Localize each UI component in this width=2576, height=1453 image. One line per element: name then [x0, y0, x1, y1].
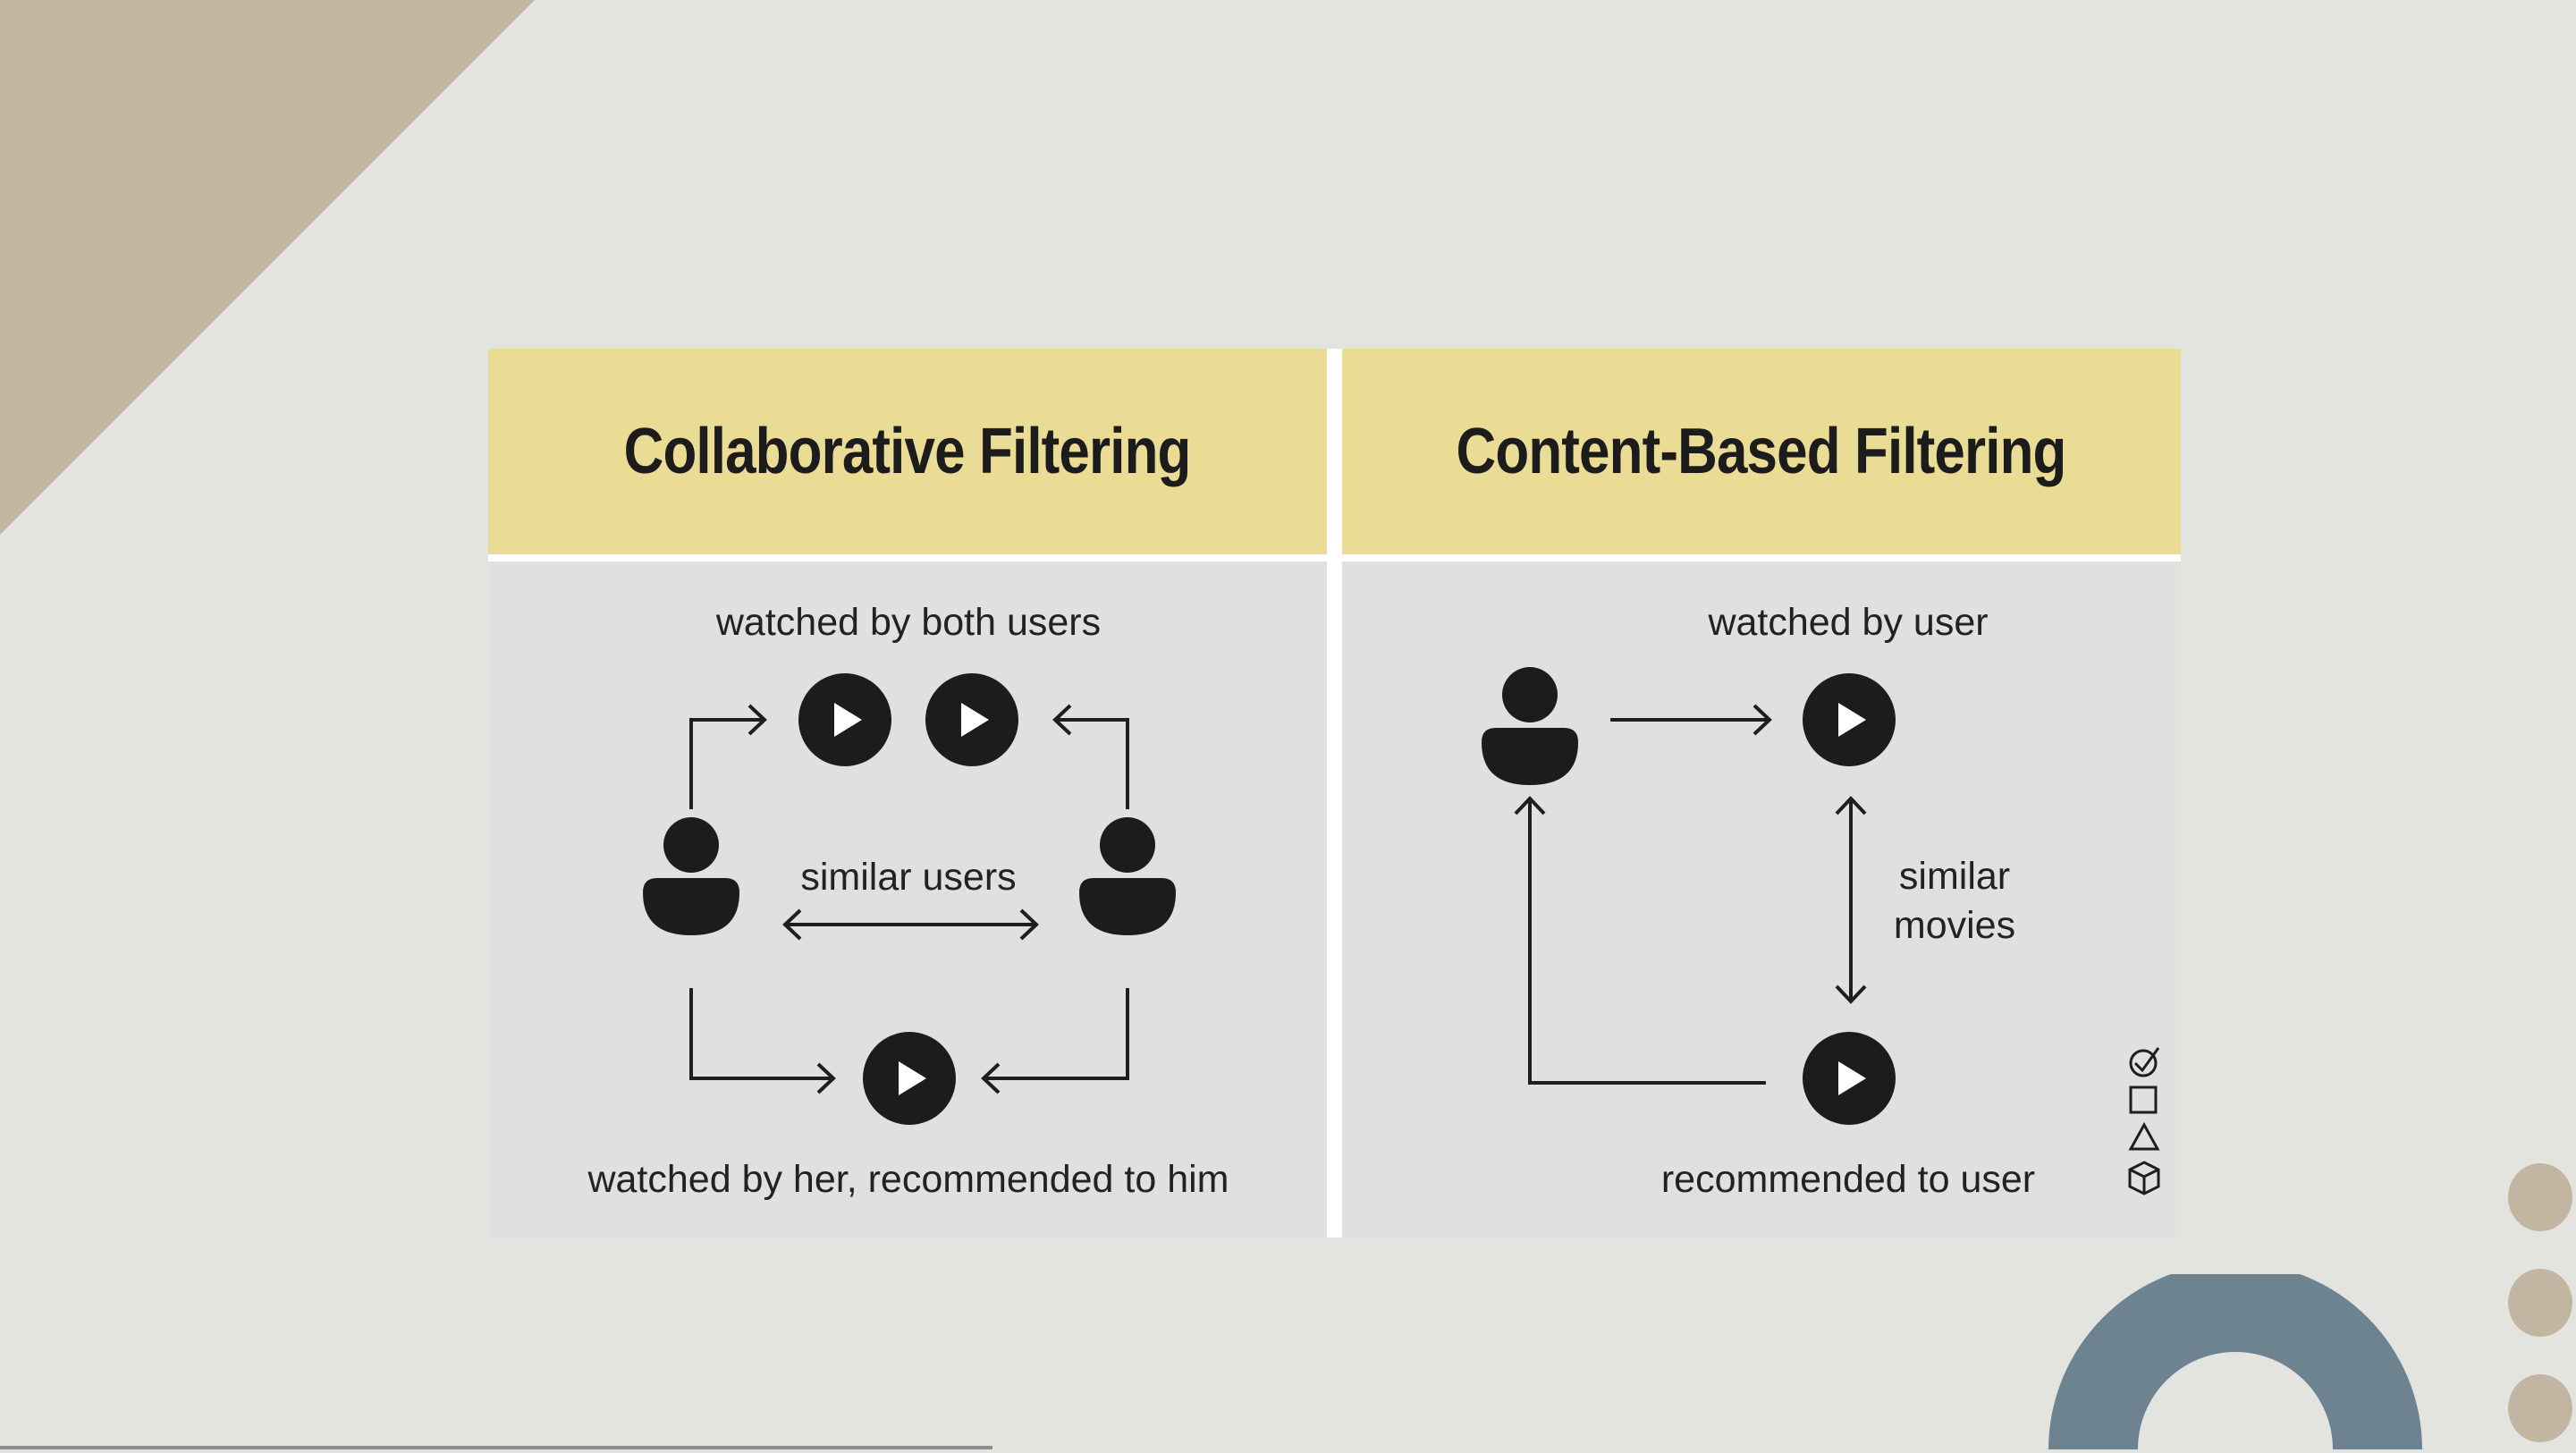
label-movies: movies [1894, 904, 2015, 947]
square-icon [2131, 1087, 2156, 1112]
label-watched-by-her: watched by her, recommended to him [587, 1158, 1229, 1201]
play-icon [863, 1032, 956, 1125]
connector-arrow [691, 988, 833, 1078]
play-icon [798, 673, 891, 766]
connector-arrow [1530, 798, 1766, 1083]
label-watched-by-both: watched by both users [715, 601, 1101, 644]
person-icon [643, 817, 739, 935]
label-watched-by-user: watched by user [1707, 601, 1988, 644]
label-similar-users: similar users [800, 856, 1016, 899]
triangle-icon [2131, 1125, 2158, 1149]
person-icon [1482, 667, 1578, 785]
connector-arrow [984, 988, 1128, 1078]
play-icon [925, 673, 1018, 766]
cube-icon [2130, 1162, 2158, 1194]
person-icon [1079, 817, 1176, 935]
connector-arrow [691, 720, 764, 809]
checkmark-icon [2131, 1048, 2158, 1076]
connector-arrow [1055, 720, 1128, 809]
label-similar: similar [1899, 855, 2010, 898]
play-icon [1803, 673, 1896, 766]
label-recommended-to-user: recommended to user [1661, 1158, 2035, 1201]
play-icon [1803, 1032, 1896, 1125]
